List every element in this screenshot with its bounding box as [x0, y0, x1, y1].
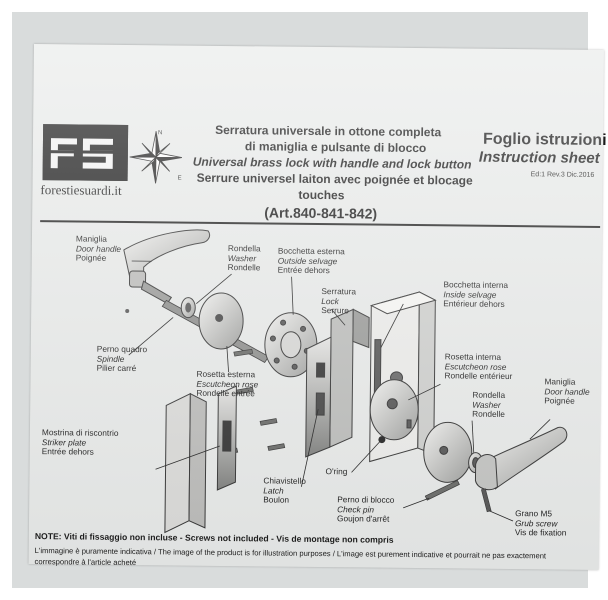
inside-escutcheon-rose	[423, 421, 473, 483]
disclaimer-line-2: correspondre à l'article acheté	[34, 557, 137, 568]
photo-background: forestiesuardi.it N E Serratura universa…	[12, 12, 607, 588]
label-oring: O'ring	[325, 466, 348, 477]
grub-screw-shape	[480, 488, 492, 513]
left-door-handle	[123, 229, 211, 305]
exploded-lock-diagram	[123, 229, 568, 534]
right-door-handle	[474, 426, 568, 491]
svg-text:N: N	[158, 130, 162, 136]
o-ring	[378, 436, 386, 444]
mortise-lock-body	[305, 308, 370, 458]
small-stud	[125, 308, 130, 313]
leader-lines	[128, 260, 551, 522]
svg-text:E: E	[178, 176, 182, 182]
outside-escutcheon-rose	[198, 292, 244, 350]
inside-selvage-plate	[369, 379, 419, 441]
instruction-sheet: forestiesuardi.it N E Serratura universa…	[28, 44, 607, 570]
brand-logo	[42, 124, 129, 181]
left-washer-shape	[180, 297, 196, 319]
striker-plate-assembly	[164, 385, 237, 534]
outside-selvage-plate	[264, 312, 318, 378]
compass-rose-icon: N E	[128, 127, 185, 188]
check-pin-shape	[424, 479, 460, 501]
